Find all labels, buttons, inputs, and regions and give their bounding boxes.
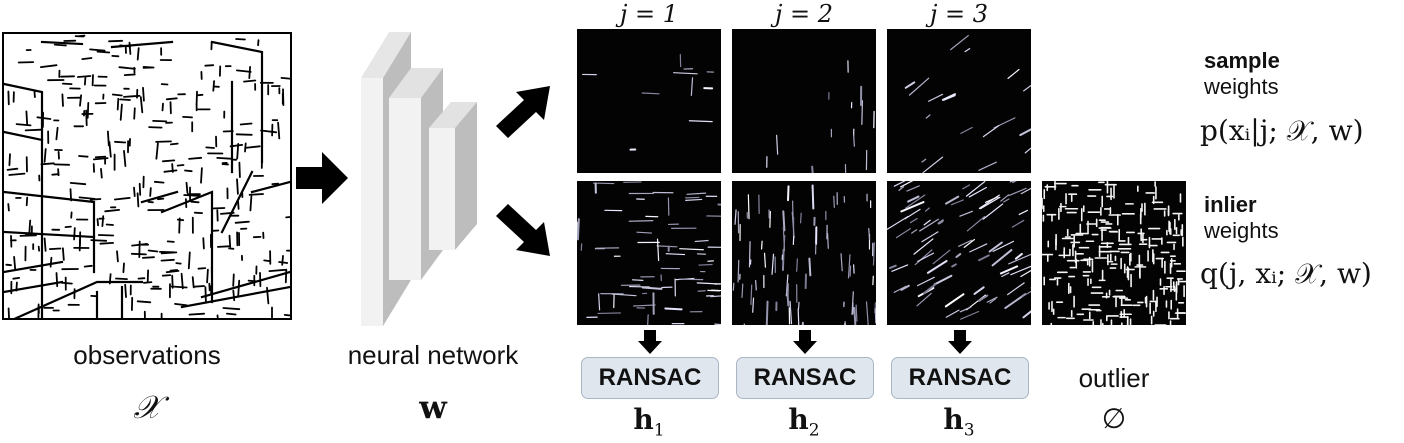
outlier-symbol: ∅: [1101, 402, 1127, 435]
outlier-caption: outlier: [1078, 363, 1150, 393]
arrow-to-inlier-weights: [496, 204, 550, 256]
down-arrow-j3: [948, 330, 972, 354]
hypothesis-base-2: h: [788, 403, 809, 436]
column-label-j3: j = 3: [929, 0, 989, 28]
outlier-weights-panel: [1042, 181, 1186, 325]
hypothesis-sub-3: 3: [963, 420, 975, 441]
sample-weights-panel-j1: [577, 29, 721, 173]
observations-image: [2, 32, 292, 320]
inlier-weights-subtitle: weights: [1204, 218, 1279, 243]
hypothesis-base-1: h: [633, 403, 654, 436]
inlier-weights-title: inlier: [1204, 192, 1257, 217]
ransac-box-j3: RANSAC: [891, 357, 1029, 399]
sample-weights-panel-j2: [732, 29, 876, 173]
down-arrow-j2: [793, 330, 817, 354]
observations-symbol: 𝒳: [133, 388, 161, 426]
neural-network-diagram: [361, 32, 477, 326]
network-symbol: w: [419, 388, 447, 426]
hypothesis-sub-1: 1: [653, 420, 665, 441]
sample-weights-subtitle: weights: [1204, 74, 1279, 99]
sample-weights-title: sample: [1204, 48, 1280, 73]
inlier-weights-panel-j2: [732, 181, 876, 325]
hypothesis-label-3: h3: [887, 403, 1031, 441]
arrow-to-sample-weights: [496, 86, 550, 138]
inlier-weights-panel-j3: [887, 181, 1031, 325]
column-label-j1: j = 1: [619, 0, 679, 28]
down-arrow-j1: [638, 330, 662, 354]
inlier-weights-formula: q(j, xᵢ; 𝒳, w): [1200, 257, 1372, 290]
column-label-j2: j = 2: [774, 0, 834, 28]
arrow-to-network: [296, 152, 348, 204]
ransac-box-j1: RANSAC: [581, 357, 719, 399]
ransac-box-j2: RANSAC: [736, 357, 874, 399]
network-caption: neural network: [347, 340, 519, 370]
sample-weights-formula: p(xᵢ|j; 𝒳, w): [1200, 114, 1364, 147]
hypothesis-base-3: h: [943, 403, 964, 436]
observations-caption: observations: [73, 340, 221, 370]
hypothesis-sub-2: 2: [808, 420, 820, 441]
sample-weights-panel-j3: [887, 29, 1031, 173]
hypothesis-label-2: h2: [732, 403, 876, 441]
inlier-weights-panel-j1: [577, 181, 721, 325]
hypothesis-label-1: h1: [577, 403, 721, 441]
